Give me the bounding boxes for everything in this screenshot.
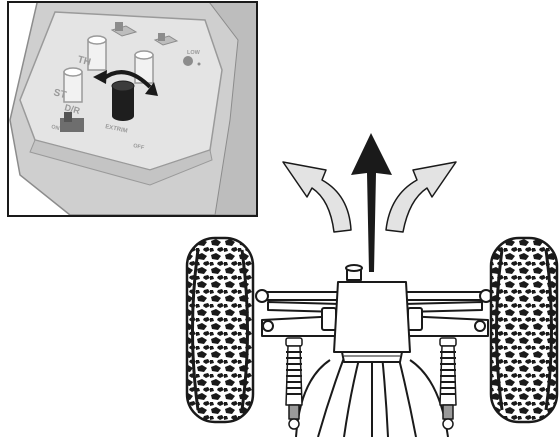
label-st: ST <box>52 87 67 101</box>
left-front-tire <box>185 236 255 424</box>
differential-housing <box>333 264 411 363</box>
right-front-tire <box>489 236 559 424</box>
left-shock-absorber <box>285 337 303 430</box>
dr-switch[interactable] <box>60 112 84 132</box>
power-led <box>183 56 193 66</box>
up-arrow-icon <box>351 133 392 272</box>
label-on: ON <box>50 124 60 132</box>
label-off: OFF <box>133 143 146 151</box>
label-extrim: EXTRIM <box>105 124 128 135</box>
label-low: LOW <box>187 50 201 56</box>
rc-car-front <box>185 236 559 437</box>
curved-right-arrow-icon <box>385 161 457 233</box>
chassis-rails <box>295 354 449 437</box>
st-trim-knob[interactable] <box>63 67 83 103</box>
th-trim-knob[interactable] <box>87 35 107 71</box>
label-dr: D/R <box>63 102 81 116</box>
curved-left-arrow-icon <box>282 161 352 233</box>
transmitter-inset: TH ST D/R LOW ON EXTRIM OFF <box>7 1 258 217</box>
direction-arrows <box>282 133 457 272</box>
right-shock-absorber <box>439 337 457 430</box>
extrim-knob[interactable] <box>111 80 135 121</box>
label-th: TH <box>76 54 92 68</box>
curved-double-arrow-icon <box>93 70 158 96</box>
